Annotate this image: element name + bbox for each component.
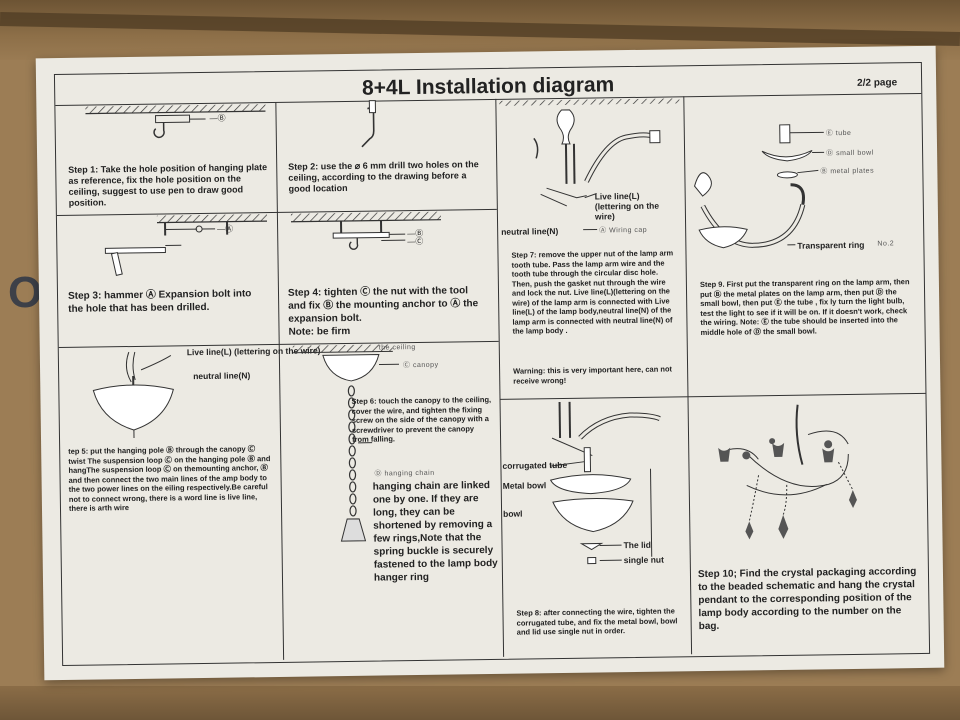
small-bowl-label: Ⓓ small bowl bbox=[826, 149, 874, 158]
step-6-text: Step 6: touch the canopy to the ceiling,… bbox=[351, 394, 492, 444]
step-10-illustration bbox=[718, 404, 857, 540]
metal-plates-label: Ⓑ metal plates bbox=[820, 167, 875, 176]
step-1-illustration bbox=[85, 104, 266, 139]
instruction-sheet: 8+4L Installation diagram 2/2 page —Ⓑ St… bbox=[35, 45, 945, 681]
step-2-text: Step 2: use the ⌀ 6 mm drill two holes o… bbox=[288, 159, 479, 194]
label-c: —Ⓒ bbox=[407, 236, 424, 247]
corrugated-tube-label: corrugated tube bbox=[502, 459, 568, 471]
floor-strip bbox=[0, 686, 960, 720]
metal-bowl-label: Metal bowl bbox=[502, 480, 547, 491]
step-5-cell: Live line(L) (lettering on the wire) neu… bbox=[59, 344, 320, 663]
neutral-line-label: neutral line(N) bbox=[193, 370, 251, 382]
step-6-illustration bbox=[292, 344, 400, 542]
step-1-text: Step 1: Take the hole position of hangin… bbox=[68, 162, 268, 208]
step-1-cell: —Ⓑ Step 1: Take the hole position of han… bbox=[55, 102, 277, 215]
step-9-text: Step 9. First put the transparent ring o… bbox=[699, 277, 910, 337]
step-7-illustration bbox=[499, 98, 680, 231]
transparent-ring-label: Transparent ring bbox=[797, 239, 865, 251]
step-6-cell: the ceiling Ⓒ canopy Step 6: touch the c… bbox=[279, 341, 503, 660]
step-5-text: tep 5: put the hanging pole Ⓑ through th… bbox=[68, 444, 271, 513]
step-9-cell: Ⓔ tube Ⓓ small bowl Ⓑ metal plates Trans… bbox=[683, 93, 925, 396]
step-7-text: Step 7: remove the upper nut of the lamp… bbox=[511, 248, 674, 336]
label-a: —Ⓐ bbox=[217, 224, 234, 234]
step-4-text: Step 4: tighten Ⓒ the nut with the tool … bbox=[287, 285, 479, 325]
tube-label: Ⓔ tube bbox=[825, 129, 852, 138]
ring-number-label: No.2 bbox=[877, 240, 895, 248]
step-4-illustration bbox=[290, 211, 442, 250]
step-10-cell: Step 10; Find the crystal packaging acco… bbox=[687, 393, 929, 654]
step-3-cell: —Ⓐ Step 3: hammer Ⓐ Expansion bolt into … bbox=[57, 212, 279, 347]
bowl-label: bowl bbox=[503, 508, 523, 519]
step-7-cell: Live line(L) (lettering on the wire) neu… bbox=[495, 96, 687, 399]
step-2-illustration bbox=[361, 100, 376, 148]
label-b: —Ⓑ bbox=[209, 113, 226, 123]
lid-label: The lid bbox=[623, 539, 652, 551]
page-number: 2/2 page bbox=[857, 77, 898, 89]
step-8-cell: corrugated tube Metal bowl bowl The lid … bbox=[500, 396, 692, 657]
step-8-text: Step 8: after connecting the wire, tight… bbox=[516, 606, 678, 637]
step-4-cell: —Ⓑ —Ⓒ Step 4: tighten Ⓒ the nut with the… bbox=[277, 209, 499, 344]
step-5-illustration bbox=[92, 351, 174, 438]
step-7-warning: Warning: this is very important here, ca… bbox=[513, 364, 673, 386]
hanging-chain-label: Ⓓ hanging chain bbox=[374, 469, 435, 478]
chain-note: hanging chain are linked one by one. If … bbox=[372, 480, 498, 584]
step-3-text: Step 3: hammer Ⓐ Expansion bolt into the… bbox=[67, 288, 252, 315]
wiring-cap-label: Ⓐ Wiring cap bbox=[599, 226, 648, 235]
step-9-illustration bbox=[693, 124, 825, 249]
step-8-illustration bbox=[549, 401, 661, 565]
ceiling-label: the ceiling bbox=[378, 344, 416, 352]
step-10-text: Step 10; Find the crystal packaging acco… bbox=[697, 566, 917, 633]
canopy-label: Ⓒ canopy bbox=[402, 361, 439, 370]
live-line-label: Live line(L) (lettering on the wire) bbox=[594, 190, 660, 222]
step-3-illustration bbox=[104, 214, 268, 276]
neutral-line-label: neutral line(N) bbox=[501, 226, 559, 237]
single-nut-label: single nut bbox=[623, 554, 664, 566]
step-2-cell: Step 2: use the ⌀ 6 mm drill two holes o… bbox=[275, 99, 497, 212]
diagram-frame: 8+4L Installation diagram 2/2 page —Ⓑ St… bbox=[53, 61, 931, 667]
